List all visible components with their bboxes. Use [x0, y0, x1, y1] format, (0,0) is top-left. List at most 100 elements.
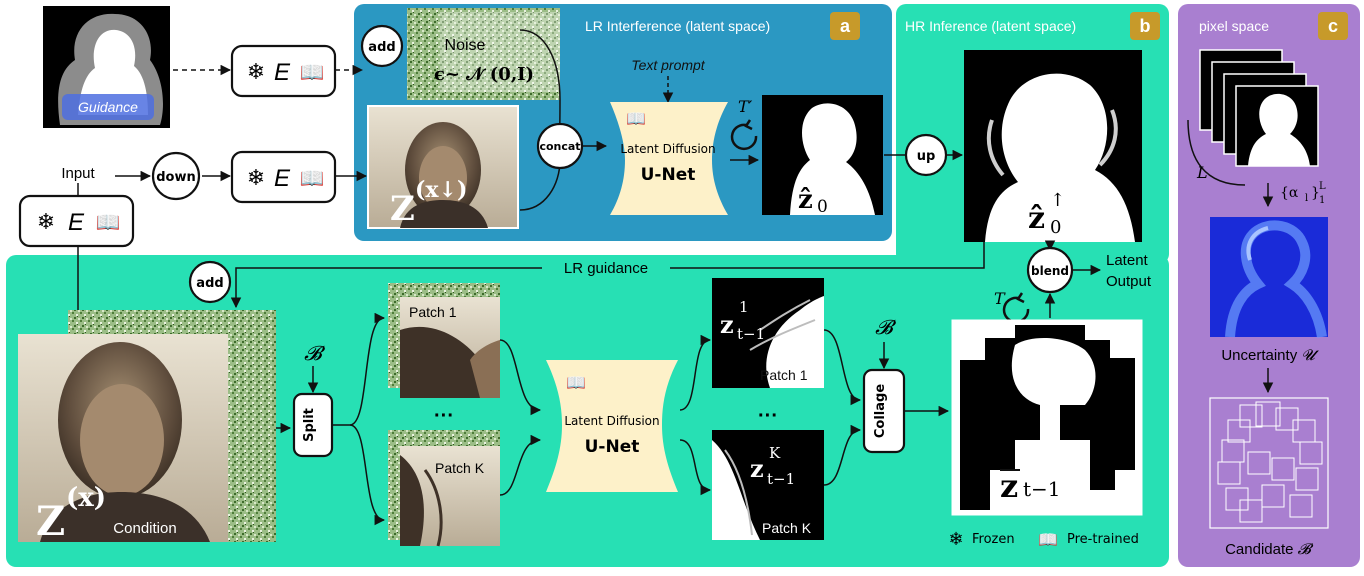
alpha-close: }	[1311, 185, 1320, 201]
latent-output-line1: Latent	[1106, 252, 1149, 269]
condition-label: Condition	[113, 520, 176, 537]
add-label: add	[196, 276, 223, 291]
blend-label: blend	[1031, 264, 1069, 278]
panel-a-badge	[830, 12, 860, 40]
panel-b-badge-label: b	[1140, 16, 1151, 36]
ztK-patch-label: Patch K	[762, 520, 812, 536]
snowflake-icon: ❄	[37, 209, 55, 234]
patchK-label: Patch K	[435, 460, 485, 476]
unet-a: 📖 Latent Diffusion U-Net	[610, 102, 728, 215]
snowflake-icon: ❄	[247, 165, 265, 190]
unet-a-line2: U-Net	[641, 165, 696, 185]
book-icon: 📖	[1038, 530, 1058, 549]
book-icon: 📖	[300, 166, 325, 190]
unet-a-line1: Latent Diffusion	[620, 142, 715, 156]
condition-portrait	[18, 334, 228, 542]
b-cal-split: 𝓑	[304, 341, 326, 365]
alpha-sup: L	[1319, 181, 1326, 192]
unet-b-line1: Latent Diffusion	[564, 414, 659, 428]
noise-overlay	[440, 12, 560, 92]
ztK-sub: t−1	[767, 470, 795, 488]
snowflake-icon: ❄	[948, 529, 963, 549]
z0-hat-up-sub: 0	[1050, 217, 1061, 238]
add-op-bottom: add	[188, 260, 232, 304]
panel-a-badge-label: a	[840, 16, 851, 36]
zt1-patch	[712, 278, 824, 388]
legend-pretrained: Pre-trained	[1067, 532, 1139, 547]
unet-b: 📖 Latent Diffusion U-Net	[546, 360, 678, 492]
z0-hat-up-sup: ↑	[1050, 190, 1065, 211]
noise-formula: ϵ~ 𝒩 (0,I)	[434, 64, 534, 85]
candidate-map	[1209, 397, 1329, 529]
panel-b-title: HR Inference (latent space)	[905, 18, 1076, 34]
latent-low-z: Z	[390, 189, 415, 229]
arrow-unet-ztK	[679, 439, 712, 496]
zbar-sub: t−1	[1023, 477, 1061, 501]
alpha-stack	[1199, 49, 1319, 167]
unet-b-line2: U-Net	[585, 437, 640, 457]
t-label: T	[994, 289, 1006, 308]
z0-lowres	[762, 95, 883, 215]
ztK-base: z	[750, 454, 764, 483]
legend-frozen: Frozen	[972, 532, 1015, 547]
alpha-set: {α	[1280, 185, 1299, 201]
concat-label: concat	[539, 140, 580, 153]
snowflake-icon: ❄	[247, 59, 265, 84]
guidance-image: Guidance	[43, 6, 170, 128]
panel-c-title: pixel space	[1199, 18, 1269, 34]
latent-low-sup: (x↓)	[415, 177, 467, 203]
up-label: up	[917, 149, 936, 164]
collage-op: Collage	[862, 368, 906, 454]
condition-z: Z	[36, 498, 65, 545]
add-label: add	[368, 40, 395, 55]
loop-icon	[730, 123, 758, 151]
candidate-label: Candidate 𝓑	[1225, 540, 1314, 558]
alpha-sub2: 1	[1319, 195, 1325, 206]
arrow-split-patchK	[349, 424, 386, 526]
z0-hat-up: ẑ	[1028, 201, 1045, 236]
zt1-sub: t−1	[737, 325, 765, 343]
book-icon: 📖	[300, 60, 325, 84]
concat-op: concat	[536, 122, 584, 170]
zbar-base: z	[1000, 467, 1018, 505]
blend-op: blend	[1026, 246, 1074, 294]
panel-c-badge	[1318, 12, 1348, 40]
condition-sup: (x)	[66, 483, 106, 513]
up-op: up	[904, 133, 948, 177]
encoder-input: ❄ E 📖	[18, 194, 135, 248]
ztK-sup: K	[769, 444, 781, 462]
portrait-lowres	[367, 105, 519, 229]
add-op-top: add	[360, 24, 404, 68]
patch1-image	[400, 297, 500, 398]
zt1-base: z	[720, 310, 734, 339]
encoder-letter: E	[274, 165, 291, 192]
book-icon: 📖	[96, 210, 121, 234]
ellipsis-left: ···	[434, 405, 454, 427]
down-label: down	[156, 170, 196, 185]
arrow-ztK-collage	[823, 424, 862, 486]
book-icon: 📖	[626, 109, 646, 128]
loop-icon	[1002, 296, 1030, 324]
collage-label: Collage	[873, 384, 888, 438]
uncertainty-map	[1210, 217, 1328, 338]
b-cal-collage: 𝓑	[875, 315, 897, 339]
split-label: Split	[302, 408, 317, 442]
panel-a-title: LR Interference (latent space)	[585, 18, 770, 34]
text-prompt: Text prompt	[631, 57, 706, 73]
panel-c-badge-label: c	[1328, 16, 1338, 36]
ellipsis-right: ···	[758, 405, 778, 427]
encoder-guidance: ❄ E 📖	[230, 44, 337, 98]
arrow-split-patch1	[349, 312, 386, 426]
noise-title: Noise	[445, 37, 486, 54]
stack-L: L	[1196, 163, 1208, 182]
zt1-sup: 1	[739, 298, 749, 316]
z0-hat-lowres-sub: 0	[817, 197, 828, 217]
encoder-letter: E	[274, 59, 291, 86]
uncertainty-label: Uncertainty 𝓤	[1221, 346, 1319, 364]
encoder-letter: E	[68, 209, 85, 236]
arrow-patchK-unet	[499, 434, 542, 496]
patchK-image	[400, 446, 500, 547]
noise-latent	[407, 8, 560, 100]
split-op: Split	[292, 392, 334, 458]
